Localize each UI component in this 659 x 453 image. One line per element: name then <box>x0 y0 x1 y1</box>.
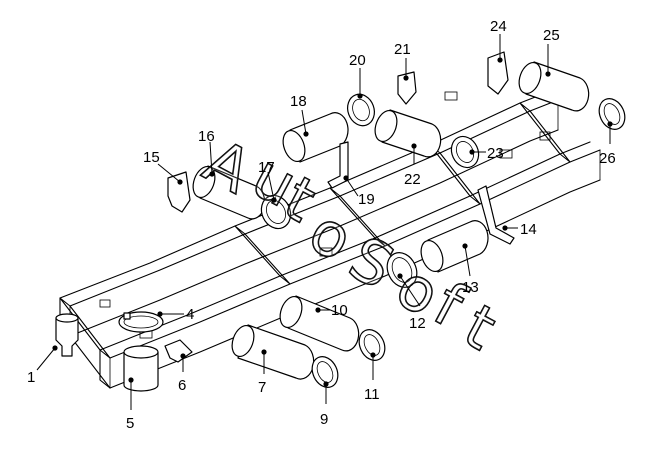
callout-number: 9 <box>320 411 328 428</box>
callout-number: 25 <box>543 27 560 44</box>
part-19-strap <box>327 141 349 189</box>
part-23-clamp <box>450 135 480 169</box>
right-rail-front-end <box>99 349 111 389</box>
callout-number: 21 <box>394 41 411 58</box>
callout-number: 5 <box>126 415 134 432</box>
rail-bracket-f <box>99 299 111 308</box>
part-15-bracket <box>167 171 191 213</box>
part-14-strap <box>477 185 515 245</box>
part-22-tank <box>374 109 442 158</box>
callout-number: 20 <box>349 52 366 69</box>
part-4-clamp <box>118 311 164 333</box>
part-7-tank <box>231 324 315 380</box>
part-11-clamp <box>358 329 386 361</box>
part-24-bracket <box>487 51 509 95</box>
rail-bracket-a <box>444 91 458 101</box>
callout-number: 16 <box>198 128 215 145</box>
callout-number: 12 <box>409 315 426 332</box>
part-9-clamp <box>311 356 339 388</box>
rail-bracket-c <box>539 131 551 141</box>
callout-number: 10 <box>331 302 348 319</box>
callouts: 1 4 5 6 7 9 10 11 12 13 14 15 16 <box>27 18 616 432</box>
rail-bracket-b <box>499 149 513 159</box>
rail-bracket-d <box>319 247 333 257</box>
callout-number: 6 <box>178 377 186 394</box>
callout-number: 7 <box>258 379 266 396</box>
right-rail-bottom <box>109 179 601 389</box>
left-rail-bottom <box>69 129 559 337</box>
part-5-cylinder <box>123 345 159 392</box>
part-26-clamp <box>598 98 626 130</box>
part-6-bracket <box>164 339 193 363</box>
front-cross-lower <box>69 335 111 389</box>
callout-number: 26 <box>599 150 616 167</box>
part-20-clamp <box>347 93 375 127</box>
callout-number: 1 <box>27 369 35 386</box>
part-17-clamp <box>260 194 292 230</box>
callout-number: 14 <box>520 221 537 238</box>
part-13-tank <box>420 220 489 273</box>
cross-member-4 <box>519 102 571 163</box>
front-cross-member <box>59 297 111 359</box>
callout-number: 24 <box>490 18 507 35</box>
callout-number: 4 <box>186 306 194 323</box>
callout-number: 15 <box>143 149 160 166</box>
part-25-tank <box>518 61 590 112</box>
callout-number: 18 <box>290 93 307 110</box>
cross-member-1 <box>234 225 291 285</box>
cross-member-2 <box>329 187 386 247</box>
callout-number: 23 <box>487 145 504 162</box>
part-1-valve <box>55 313 79 357</box>
callout-number: 17 <box>258 159 275 176</box>
callout-number: 11 <box>364 386 380 403</box>
callout-number: 19 <box>358 191 375 208</box>
callout-number: 13 <box>462 279 479 296</box>
part-12-clamp <box>386 252 418 288</box>
callout-number: 22 <box>404 171 421 188</box>
chassis-frame <box>59 91 601 389</box>
part-10-tank <box>279 295 360 352</box>
part-21-bracket <box>397 71 417 105</box>
